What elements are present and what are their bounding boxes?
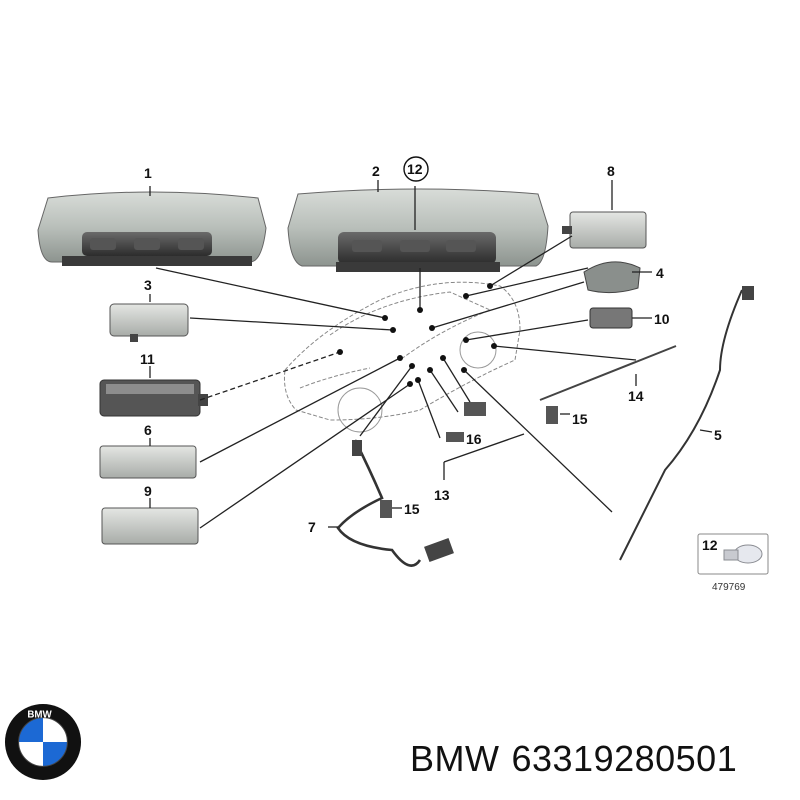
label-part-16: 16 bbox=[466, 431, 482, 447]
part-8-lamp bbox=[562, 211, 647, 249]
bmw-logo: BMW bbox=[4, 703, 82, 781]
label-part-2: 2 bbox=[372, 163, 380, 179]
part-7-wiring bbox=[336, 439, 454, 567]
label-part-6: 6 bbox=[144, 422, 152, 438]
part-11-lamp bbox=[99, 379, 208, 417]
part-16-clip-2 bbox=[446, 432, 464, 442]
label-part-1: 1 bbox=[144, 165, 152, 181]
footer-part-number: 63319280501 bbox=[511, 738, 738, 779]
label-part-15-right: 15 bbox=[572, 411, 588, 427]
part-10-sensor bbox=[589, 307, 633, 329]
label-part-10: 10 bbox=[654, 311, 670, 327]
label-part-5: 5 bbox=[714, 427, 722, 443]
part-9-lamp bbox=[101, 507, 199, 545]
label-part-8: 8 bbox=[607, 163, 615, 179]
bmw-logo-letters: BMW bbox=[27, 710, 52, 721]
label-part-4: 4 bbox=[656, 265, 664, 281]
part-1-front-console bbox=[37, 191, 267, 266]
label-part-13: 13 bbox=[434, 487, 450, 503]
part-3-lamp bbox=[109, 303, 189, 342]
part-2-overhead-console bbox=[287, 188, 549, 272]
part-16-clip bbox=[464, 402, 486, 416]
leader-lines bbox=[149, 180, 713, 529]
label-part-12-circle bbox=[403, 156, 429, 182]
part-6-lamp bbox=[99, 445, 197, 479]
label-part-9: 9 bbox=[144, 483, 152, 499]
part-15-clip-left bbox=[380, 500, 392, 518]
inset-label-12: 12 bbox=[702, 537, 718, 553]
label-part-7: 7 bbox=[308, 519, 316, 535]
car-outline bbox=[284, 281, 521, 433]
label-part-11: 11 bbox=[140, 351, 155, 367]
inset-part-12: 12 479769 bbox=[697, 533, 769, 593]
label-part-3: 3 bbox=[144, 277, 152, 293]
part-4-cover bbox=[583, 261, 641, 294]
part-14-strip bbox=[539, 345, 677, 401]
leader-dots bbox=[337, 283, 497, 387]
part-15-clip-right bbox=[546, 406, 558, 424]
inset-caption: 479769 bbox=[712, 582, 746, 593]
footer-part-info: BMW 63319280501 bbox=[410, 738, 749, 780]
label-part-15-left: 15 bbox=[404, 501, 420, 517]
part-5-wiring bbox=[619, 286, 754, 561]
footer-brand: BMW bbox=[410, 738, 500, 779]
label-part-12-circled: 12 bbox=[407, 161, 423, 177]
label-part-14: 14 bbox=[628, 388, 644, 404]
